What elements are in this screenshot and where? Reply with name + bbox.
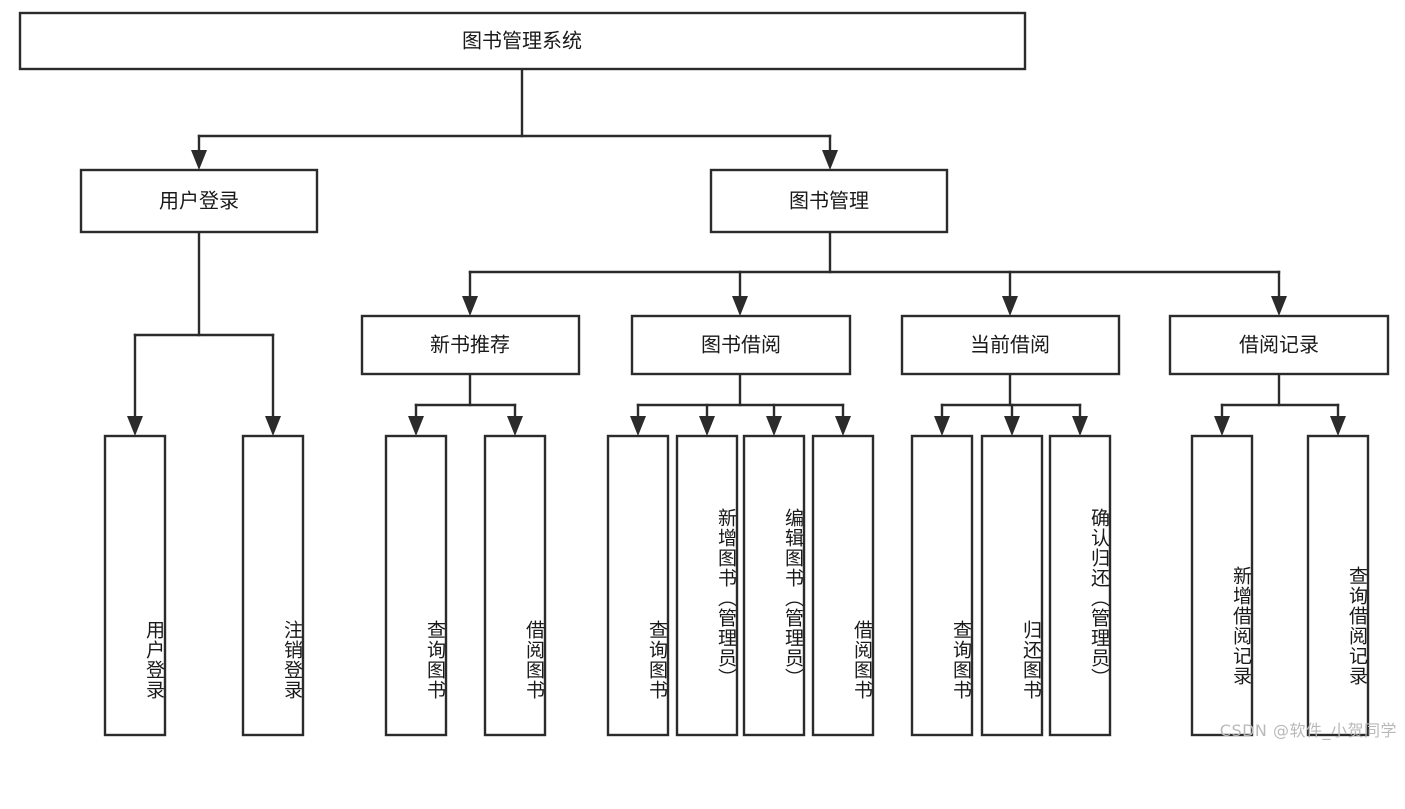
node-borrow-record[interactable]: 借阅记录 [1168,314,1390,376]
node-book-borrow[interactable]: 图书借阅 [630,314,852,376]
node-box-current-borrow[interactable] [900,314,1121,376]
node-box-user-login[interactable] [79,168,319,234]
connector-group-book-borrow [630,372,851,436]
arrow-head-leaf-query-book-1 [408,416,424,436]
node-box-leaf-return-book[interactable] [980,434,1044,737]
node-box-leaf-query-book-3[interactable] [910,434,974,737]
node-box-leaf-borrow-book-1[interactable] [483,434,547,737]
node-box-leaf-query-book-1[interactable] [384,434,448,737]
arrow-head-borrow-record [1271,296,1287,316]
connector-group-new-book-recommend [408,372,523,436]
connector-group-book-manage [462,230,1287,316]
node-box-leaf-user-login[interactable] [103,434,167,737]
node-user-login[interactable]: 用户登录 [79,168,319,234]
node-box-leaf-edit-book[interactable] [742,434,806,737]
arrow-head-leaf-user-login [127,416,143,436]
leaf-boxes [103,434,1370,737]
node-box-leaf-query-book-2[interactable] [606,434,670,737]
node-box-leaf-add-book[interactable] [675,434,739,737]
arrow-head-leaf-query-record [1330,416,1346,436]
csdn-watermark: CSDN @软件_小贺同学 [1219,721,1397,740]
arrow-head-leaf-add-book [699,416,715,436]
node-box-new-book-recommend[interactable] [360,314,581,376]
node-box-leaf-add-record[interactable] [1190,434,1254,737]
node-new-book-recommend[interactable]: 新书推荐 [360,314,581,376]
node-box-leaf-confirm-return[interactable] [1048,434,1112,737]
connector-group-current-borrow [934,372,1088,436]
node-box-borrow-record[interactable] [1168,314,1390,376]
arrow-head-leaf-borrow-book-1 [507,416,523,436]
diagram-canvas-root: 图书管理系统 用户登录 图书管理 新书推荐 图书借阅 当前借阅 借阅记录 [18,11,1397,740]
node-root[interactable]: 图书管理系统 [18,11,1027,71]
node-label-book-borrow: 图书借阅 [701,333,781,357]
node-box-leaf-query-record[interactable] [1306,434,1370,737]
node-current-borrow[interactable]: 当前借阅 [900,314,1121,376]
arrow-head-leaf-query-book-2 [630,416,646,436]
arrow-head-book-manage [822,150,838,170]
node-label-root: 图书管理系统 [462,29,582,53]
arrow-head-leaf-query-book-3 [934,416,950,436]
arrow-head-leaf-confirm-return [1072,416,1088,436]
arrow-head-new-book-recommend [462,296,478,316]
arrow-head-leaf-borrow-book-2 [835,416,851,436]
arrow-head-current-borrow [1002,296,1018,316]
connector-group-root [191,67,838,170]
node-label-book-manage: 图书管理 [789,189,869,213]
arrow-head-leaf-return-book [1004,416,1020,436]
arrow-head-leaf-add-record [1214,416,1230,436]
node-label-current-borrow: 当前借阅 [970,333,1050,357]
node-label-new-book-recommend: 新书推荐 [430,333,510,357]
connector-group-user-login [127,230,281,436]
arrow-head-leaf-edit-book [766,416,782,436]
hierarchy-diagram: 图书管理系统 用户登录 图书管理 新书推荐 图书借阅 当前借阅 借阅记录 [18,11,1390,737]
node-box-leaf-borrow-book-2[interactable] [811,434,875,737]
node-box-book-manage[interactable] [709,168,949,234]
node-book-manage[interactable]: 图书管理 [709,168,949,234]
connector-group-borrow-record [1214,372,1346,436]
node-label-borrow-record: 借阅记录 [1239,333,1319,357]
arrow-head-user-login [191,150,207,170]
node-box-root[interactable] [18,11,1027,71]
node-box-book-borrow[interactable] [630,314,852,376]
node-label-user-login: 用户登录 [159,189,239,213]
arrow-head-leaf-logout [265,416,281,436]
node-box-leaf-logout[interactable] [241,434,305,737]
arrow-head-book-borrow [732,296,748,316]
